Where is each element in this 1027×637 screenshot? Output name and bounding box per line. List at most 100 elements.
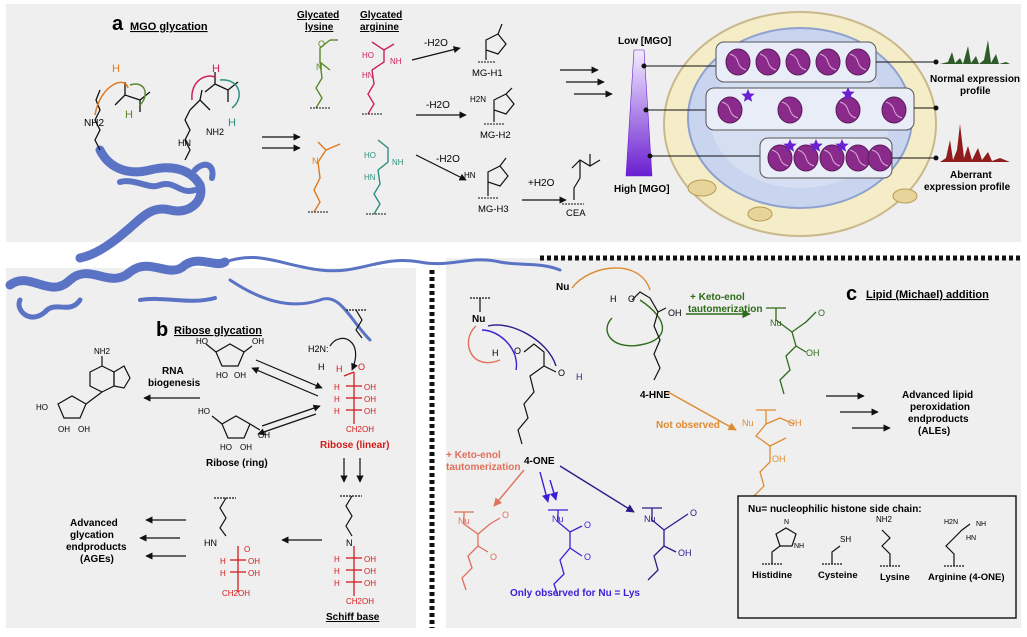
h-plus-teal: H xyxy=(228,117,236,129)
arrow-mg-h1 xyxy=(411,46,461,61)
connector-high-dot xyxy=(647,153,653,159)
salmon-nu: Nu xyxy=(458,516,470,526)
nucleosome-dna-wrap xyxy=(771,149,789,167)
navy-oh: OH xyxy=(678,548,692,558)
header-glycated-arginine-1: Glycated xyxy=(360,10,402,21)
legend-arginine: Arginine (4-ONE) xyxy=(928,572,1005,583)
one-adduct-navy xyxy=(642,507,689,581)
amadori-o: O xyxy=(244,545,250,554)
lysine-nh2: NH2 xyxy=(876,515,893,524)
arginine-nh: NH xyxy=(976,521,986,528)
not-observed-label: Not observed xyxy=(656,420,720,431)
blue-o2: O xyxy=(584,552,591,562)
glycated-lysine-orange xyxy=(313,141,341,213)
glycation-star-icon xyxy=(841,87,855,100)
one-structure xyxy=(517,343,557,445)
nucleosomes xyxy=(717,48,907,172)
adenosine-oh-1: OH xyxy=(58,425,70,434)
nucleosome-dna-wrap xyxy=(871,149,889,167)
hne-orange-nu: Nu xyxy=(742,418,754,428)
chromatin-box-mid xyxy=(705,87,915,131)
only-observed-label: Only observed for Nu = Lys xyxy=(510,588,640,599)
lysine-side-chain-b xyxy=(346,309,366,339)
ribose-linear-oh3: OH xyxy=(364,407,376,416)
lysine-structure xyxy=(880,529,900,567)
amadori-oh2: OH xyxy=(248,569,260,578)
hne-orange-oh1: OH xyxy=(788,418,802,428)
amadori-hn: HN xyxy=(204,538,217,548)
lys-n-orange: N xyxy=(312,156,319,166)
legend-title: Nu= nucleophilic histone side chain: xyxy=(748,504,922,515)
histidine-nh: NH xyxy=(794,543,804,550)
one-arrow-salmon xyxy=(467,325,501,364)
glycation-star-icon xyxy=(835,139,849,152)
arrow-blue xyxy=(539,471,551,503)
ribose-linear xyxy=(343,371,362,424)
glycation-star-icon xyxy=(809,139,823,152)
ales-label-4: (ALEs) xyxy=(918,426,950,437)
connector-mid-dot xyxy=(643,107,649,113)
one-adduct-blue xyxy=(548,509,583,597)
cysteine-structure xyxy=(822,545,842,565)
hne-structure xyxy=(631,291,667,381)
label-mg-h2: MG-H2 xyxy=(480,130,511,141)
panel-c-title: Lipid (Michael) addition xyxy=(866,289,989,301)
ribose-linear-h3: H xyxy=(334,407,340,416)
hne-adduct xyxy=(766,307,817,395)
hne-adduct-nu: Nu xyxy=(770,318,782,328)
panel-c-letter: c xyxy=(846,283,857,305)
arg-hn-teal: HN xyxy=(364,173,376,182)
nu-top: Nu xyxy=(556,282,569,293)
ales-label-1: Advanced lipid xyxy=(902,390,973,401)
ribose-oh-3: OH xyxy=(258,431,270,440)
ages-label-1: Advanced xyxy=(70,518,118,529)
arrow-salmon xyxy=(493,469,525,507)
legend-histidine: Histidine xyxy=(752,570,792,581)
arrow-not-observed xyxy=(667,391,737,431)
hne-arrow-green-curve xyxy=(606,299,664,347)
arginine-h2n: H2N xyxy=(944,519,958,526)
amadori-product xyxy=(214,497,236,537)
arg-ho-pink: HO xyxy=(362,51,374,60)
side-chains-a xyxy=(94,89,211,161)
panel-b-letter: b xyxy=(156,319,168,341)
hne-hplus: H xyxy=(610,294,617,304)
one-adduct-salmon xyxy=(454,511,501,591)
nucleosome-dna-wrap xyxy=(729,53,747,71)
nucleosome-dna-wrap xyxy=(849,149,867,167)
one-hplus: H xyxy=(492,348,499,358)
lysine-attack-arrow xyxy=(329,337,358,371)
one-o-top: O xyxy=(514,346,521,356)
navy-nu: Nu xyxy=(644,514,656,524)
amadori-oh1: OH xyxy=(248,557,260,566)
label-h2o-2: -H2O xyxy=(426,100,450,111)
legend-cysteine: Cysteine xyxy=(818,570,858,581)
arrow-navy xyxy=(559,465,635,513)
label-mg-h3: MG-H3 xyxy=(478,204,509,215)
ages-label-4: (AGEs) xyxy=(80,554,114,565)
label-h2o-plus: +H2O xyxy=(528,178,555,189)
keto-enol-green-2: tautomerization xyxy=(688,304,762,315)
arg-ho-teal: HO xyxy=(364,151,376,160)
nucleosome-dna-wrap xyxy=(759,53,777,71)
schiff-oh1: OH xyxy=(364,555,376,564)
schiff-oh3: OH xyxy=(364,579,376,588)
ribose-oh-2: OH xyxy=(234,371,246,380)
lys-o-green: O xyxy=(318,39,325,49)
panel-b-title: Ribose glycation xyxy=(174,325,262,337)
hne-label: 4-HNE xyxy=(640,390,670,401)
blue-o1: O xyxy=(584,520,591,530)
normal-expression-peaks xyxy=(940,40,1010,64)
nucleosome-dna-wrap xyxy=(819,53,837,71)
keto-enol-salmon-1: + Keto-enol xyxy=(446,450,501,461)
protein-ribbon xyxy=(5,145,562,342)
ribose-oh-4: OH xyxy=(240,443,252,452)
cea-structure xyxy=(571,154,601,200)
glycated-arginine-teal xyxy=(373,139,389,215)
nucleosome-dna-wrap xyxy=(823,149,841,167)
header-glycated-lysine-1: Glycated xyxy=(297,10,339,21)
lys-n-green: N xyxy=(316,62,323,72)
glycation-star-icon xyxy=(783,139,797,152)
